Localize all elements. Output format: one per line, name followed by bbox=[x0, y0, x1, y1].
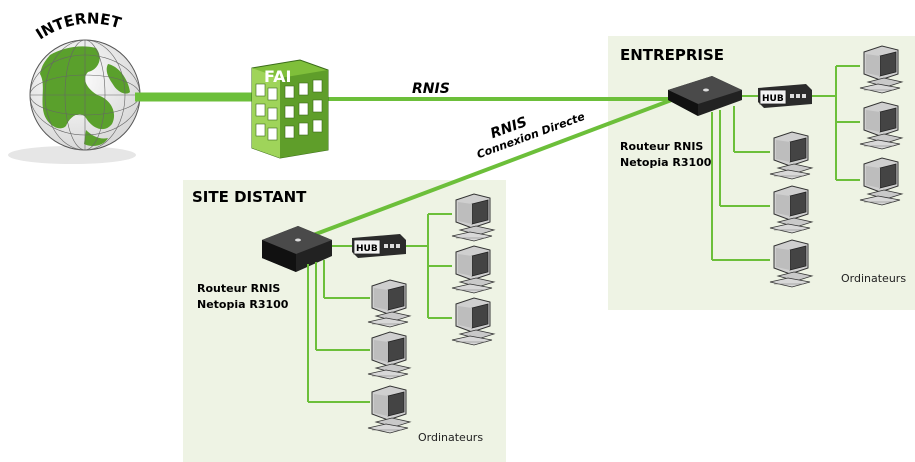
entreprise-hub-label: HUB bbox=[762, 94, 784, 104]
entreprise-title: ENTREPRISE bbox=[620, 46, 724, 64]
internet-label: INTERNET bbox=[33, 9, 124, 43]
site-distant-title: SITE DISTANT bbox=[192, 188, 307, 206]
rnis-direct-link bbox=[299, 91, 691, 242]
entreprise-router-label-2: Netopia R3100 bbox=[620, 156, 712, 169]
site-distant-router-label-2: Netopia R3100 bbox=[197, 298, 289, 311]
entreprise-wiring bbox=[711, 65, 860, 261]
fai-building-icon bbox=[251, 59, 329, 159]
site-distant-computers-label: Ordinateurs bbox=[418, 431, 483, 444]
rnis-label: RNIS bbox=[412, 81, 450, 97]
fai-label: FAI bbox=[264, 67, 291, 86]
globe-icon bbox=[8, 39, 141, 164]
site-distant-router-icon bbox=[262, 226, 332, 272]
site-distant-zone bbox=[183, 180, 506, 462]
entreprise-hub-icon bbox=[758, 84, 812, 108]
site-distant-hub-label: HUB bbox=[356, 244, 378, 254]
entreprise-router-icon bbox=[668, 76, 742, 116]
entreprise-router-label-1: Routeur RNIS bbox=[620, 140, 703, 153]
site-distant-hub-icon bbox=[352, 234, 406, 258]
site-distant-wiring bbox=[307, 213, 452, 403]
entreprise-computers-label: Ordinateurs bbox=[841, 272, 906, 285]
site-distant-router-label-1: Routeur RNIS bbox=[197, 282, 280, 295]
